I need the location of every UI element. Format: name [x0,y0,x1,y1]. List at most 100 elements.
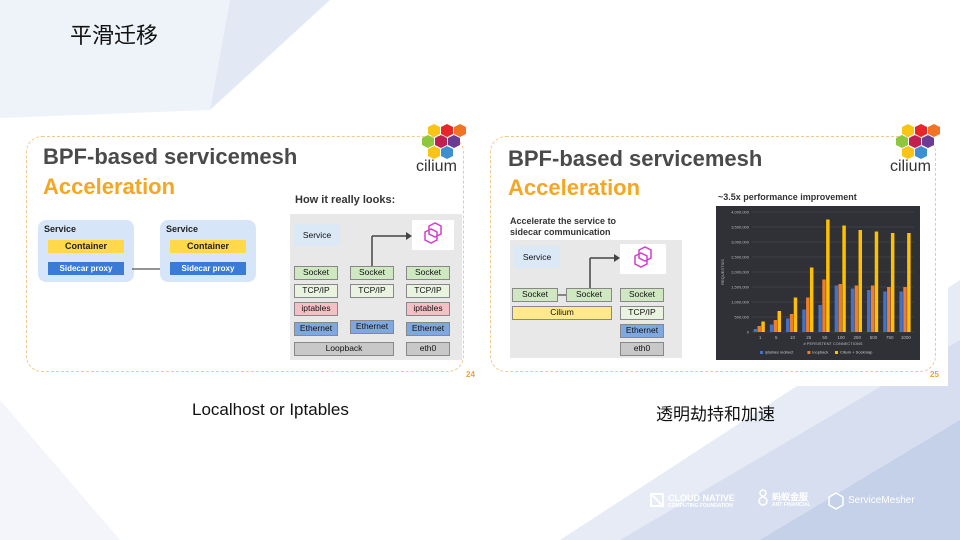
bar [802,309,806,332]
ethernet-box: Ethernet [406,322,450,336]
tcpip-box: TCP/IP [620,306,664,320]
flow-arrow [558,254,620,296]
tcpip-box: TCP/IP [406,284,450,298]
accel-text-line1: Accelerate the service to [510,216,617,226]
service-box-a: Service Container Sidecar proxy [38,220,134,282]
bar [753,329,758,332]
container-box: Container [48,240,124,253]
x-axis-label: # PERSISTENT CONNECTIONS [803,341,862,346]
bar [874,231,879,332]
tcpip-box: TCP/IP [294,284,338,298]
loopback-box: Loopback [294,342,394,356]
bar [899,291,903,332]
y-tick-label: 500,000 [735,315,750,320]
bar [822,279,826,332]
bar [761,321,765,332]
page-number: 25 [930,370,939,379]
legend-label: loopback [812,350,828,355]
bar [826,219,830,332]
cncf-subtext: COMPUTING FOUNDATION [668,503,733,509]
y-tick-label: 4,000,000 [731,210,750,215]
ant-text: 蚂蚁金服 [772,493,809,503]
bar [867,290,871,332]
x-tick-label: 500 [870,335,878,340]
x-tick-label: 25 [806,335,812,340]
servicemesher-text: ServiceMesher [848,495,915,506]
sidecar-proxy-box: Sidecar proxy [170,262,246,275]
chart-title: ~3.5x performance improvement [718,192,857,202]
legend-swatch [835,351,838,354]
y-axis-label: REQUESTS/S [720,259,725,285]
x-tick-label: 50 [822,335,828,340]
bar [834,285,839,332]
bar [757,326,761,332]
right-caption: 透明劫持和加速 [656,405,775,425]
x-tick-label: 100 [837,335,845,340]
container-box: Container [170,240,246,253]
slide-subheading: Acceleration [43,174,176,199]
bar [838,284,842,332]
bar [806,297,810,332]
y-tick-label: 3,000,000 [731,240,750,245]
ant-subtext: ANT FINANCIAL [772,502,811,508]
slide-left: BPF-based servicemesh Acceleration ciliu… [8,118,476,386]
bar [809,267,814,332]
servicemesher-icon [828,492,844,510]
chart-canvas: 0500,0001,000,0001,500,0002,000,0002,500… [720,210,914,355]
bar [769,324,774,332]
flow-arrow [371,232,412,266]
bar [786,318,790,332]
accel-text-line2: sidecar communication [510,227,611,237]
cncf-icon [650,493,664,507]
cilium-pod-icon [412,220,454,250]
bar [773,320,778,332]
bar [818,305,822,332]
cilium-logo: cilium [414,122,474,182]
bar [890,233,895,332]
slide-frame [490,136,936,372]
ethernet-box: Ethernet [294,322,338,336]
page-title: 平滑迁移 [70,24,159,49]
socket-box: Socket [350,266,394,280]
legend-swatch [807,351,811,354]
bar [883,291,887,332]
service-label: Service [44,224,77,234]
cilium-box: Cilium [512,306,612,320]
cilium-logo-text: cilium [890,158,931,175]
cilium-logo-text: cilium [416,158,457,175]
bar [870,285,875,332]
x-tick-label: 750 [886,335,894,340]
cncf-text: CLOUD NATIVE [668,493,735,503]
bar [907,233,911,332]
socket-box: Socket [406,266,450,280]
ant-icon [758,489,768,506]
cilium-pod-icon [620,244,666,274]
service-box: Service [294,224,340,246]
bar [858,230,863,332]
bar [903,287,907,332]
service-box-b: Service Container Sidecar proxy [160,220,256,282]
bar [777,311,782,332]
bar [887,287,891,332]
service-label: Service [166,224,199,234]
socket-box: Socket [512,288,558,302]
x-tick-label: 10 [790,335,796,340]
sidecar-proxy-box: Sidecar proxy [48,262,124,275]
slide-frame [26,136,464,372]
slide-heading: BPF-based servicemesh [43,144,298,169]
legend-label: iptables redirect [765,350,794,355]
y-tick-label: 2,500,000 [731,255,750,260]
slide-subheading: Acceleration [508,175,641,200]
y-tick-label: 1,000,000 [731,300,750,305]
x-tick-label: 250 [854,335,862,340]
slide-right: BPF-based servicemesh Acceleration ciliu… [484,118,948,386]
x-tick-label: 1 [759,335,762,340]
stack-panel: Service Socket Socket Socket Cilium TCP/… [510,240,682,358]
eth0-box: eth0 [620,342,664,356]
bar [854,285,859,332]
bar [789,314,794,332]
left-caption: Localhost or Iptables [192,400,349,419]
page-number: 24 [466,370,475,379]
iptables-box: iptables [406,302,450,316]
